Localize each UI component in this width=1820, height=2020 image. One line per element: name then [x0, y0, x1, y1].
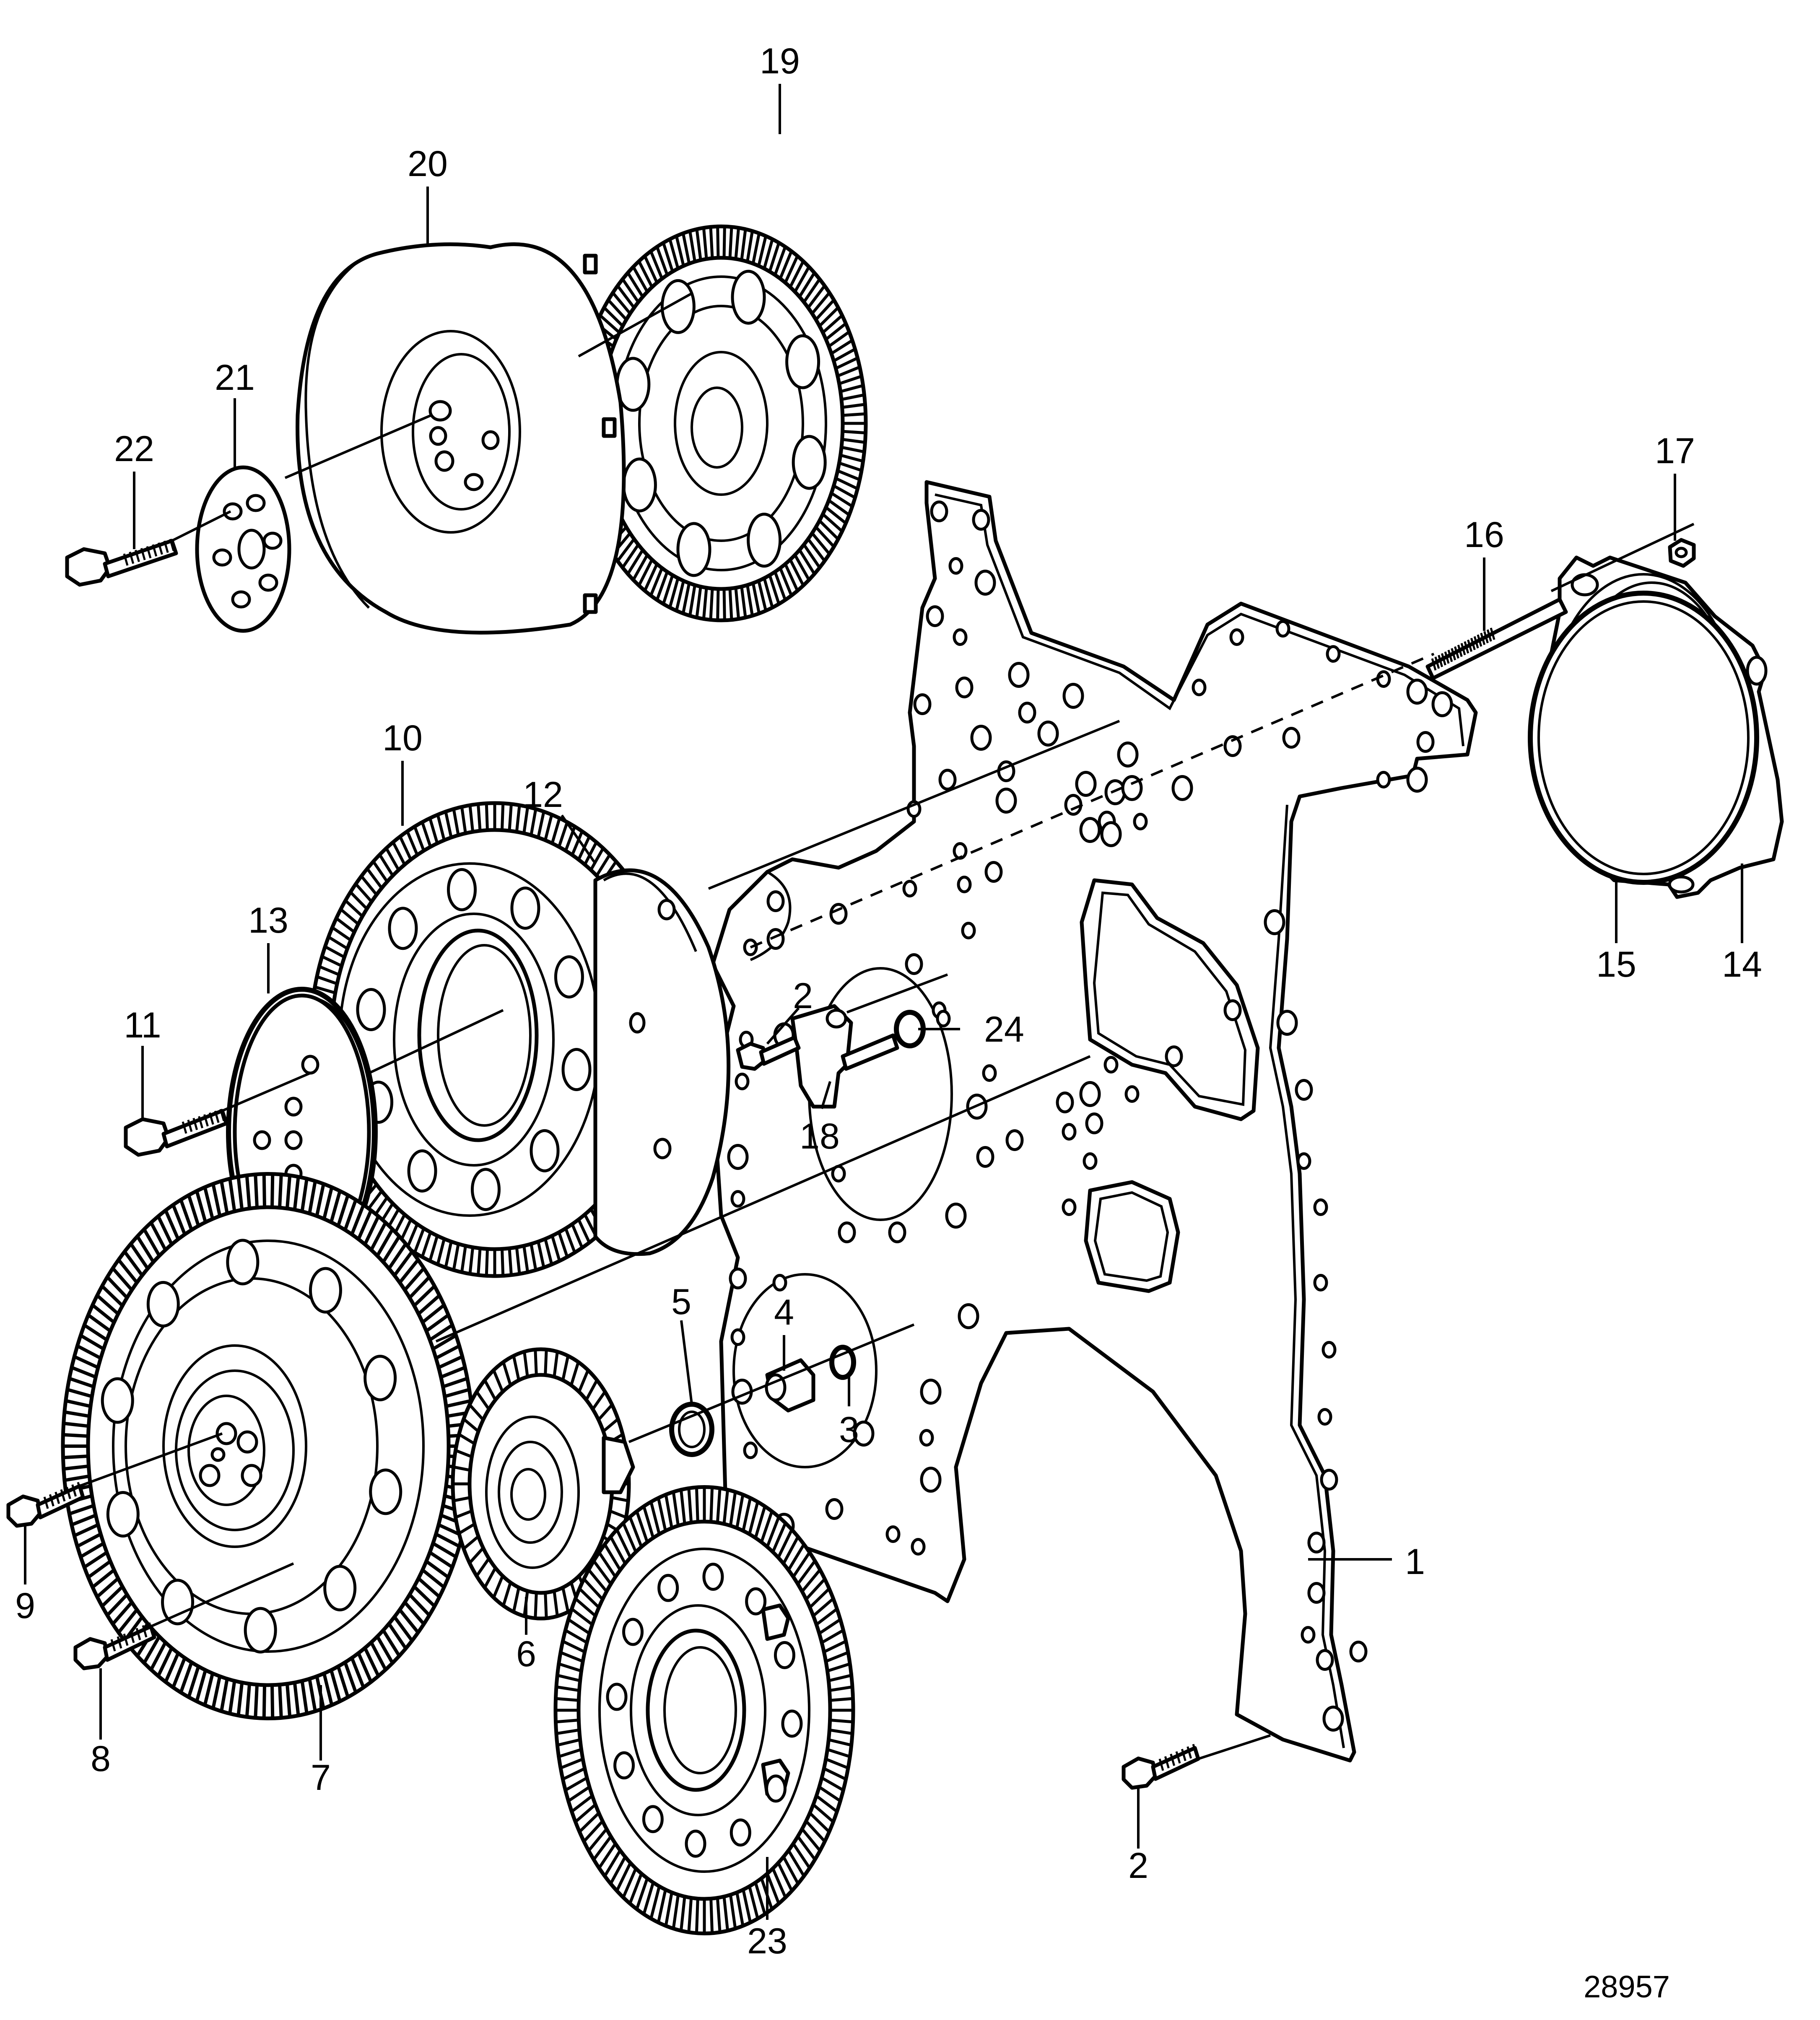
callout-24: 24 [984, 1009, 1024, 1050]
idler-gear-10 [308, 801, 681, 1278]
callout-21: 21 [215, 358, 255, 398]
o-ring [1528, 591, 1759, 885]
callout-2-upper: 2 [793, 976, 813, 1016]
shim-plate-12 [593, 868, 731, 1256]
callout-leaders [24, 84, 1743, 1920]
callout-22: 22 [114, 429, 154, 469]
bolt-9 [6, 1482, 85, 1528]
callout-4: 4 [774, 1292, 794, 1333]
callout-15: 15 [1596, 944, 1636, 985]
bolt-2-upper [736, 1035, 801, 1071]
crank-hub-gear-23 [553, 1485, 855, 1935]
bolt-2-lower [1122, 1744, 1200, 1790]
callout-14: 14 [1722, 944, 1762, 985]
callout-20: 20 [408, 144, 448, 184]
callout-16: 16 [1464, 515, 1504, 555]
callout-23: 23 [747, 1921, 787, 1961]
nut [1668, 538, 1696, 568]
callout-9: 9 [15, 1586, 35, 1626]
callout-5: 5 [671, 1282, 691, 1322]
bolt-8 [73, 1622, 156, 1670]
stud [1425, 597, 1568, 680]
flywheel-20 [296, 242, 626, 635]
callout-12: 12 [523, 775, 563, 815]
callout-13: 13 [248, 900, 288, 941]
assembly-line-dashed [750, 653, 1435, 949]
callout-18: 18 [800, 1116, 840, 1157]
assembly-lines [79, 292, 1695, 1760]
callout-11: 11 [124, 1005, 161, 1045]
callout-3: 3 [839, 1410, 859, 1450]
washer-plate-21 [195, 465, 291, 633]
callout-7: 7 [311, 1758, 331, 1798]
bolt-11 [124, 1109, 228, 1157]
o-ring-3 [829, 1345, 856, 1380]
callout-8: 8 [91, 1739, 111, 1779]
callout-1: 1 [1405, 1542, 1425, 1582]
drawing-number: 28957 [1584, 1969, 1670, 2004]
callout-10: 10 [382, 718, 423, 758]
sensor-18 [790, 1004, 899, 1109]
pin-4 [765, 1358, 815, 1413]
small-gear-6 [451, 1347, 635, 1621]
callout-2-lower: 2 [1128, 1846, 1148, 1886]
crankshaft-gear-7 [61, 1172, 476, 1721]
callout-17: 17 [1655, 431, 1695, 471]
callout-19: 19 [760, 41, 800, 81]
circlip-5 [669, 1402, 714, 1457]
callout-6: 6 [516, 1634, 536, 1674]
callout-labels: 1 2 2 3 4 5 6 7 8 9 10 11 12 13 14 15 16… [15, 41, 1762, 2004]
bolt-22 [65, 539, 178, 587]
